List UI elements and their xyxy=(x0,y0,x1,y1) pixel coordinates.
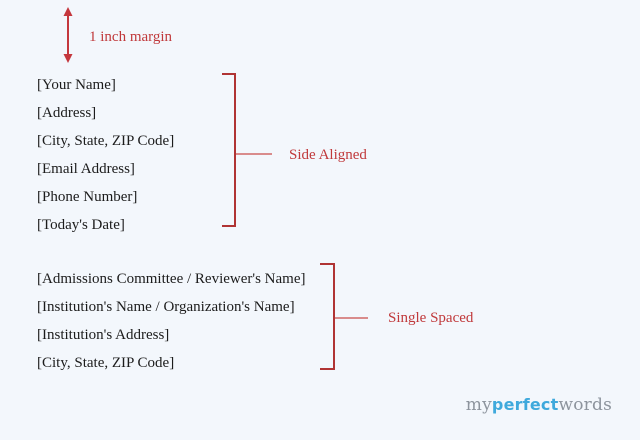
template-line-date: [Today's Date] xyxy=(37,216,125,233)
template-line-address: [Address] xyxy=(37,104,97,121)
template-line-city-state-zip: [City, State, ZIP Code] xyxy=(37,132,175,149)
one-inch-margin-arrow-icon xyxy=(63,7,73,63)
logo-highlight: perfect xyxy=(491,395,559,414)
template-line-email: [Email Address] xyxy=(37,160,135,177)
sender-address-block: [Your Name] [Address] [City, State, ZIP … xyxy=(37,71,174,239)
template-line-committee: [Admissions Committee / Reviewer's Name] xyxy=(37,270,306,287)
recipient-address-block: [Admissions Committee / Reviewer's Name]… xyxy=(37,265,306,377)
one-inch-margin-label: 1 inch margin xyxy=(89,29,173,45)
template-line-your-name: [Your Name] xyxy=(37,76,116,93)
template-line-institution-address: [Institution's Address] xyxy=(37,326,170,343)
logo-suffix: words xyxy=(558,395,612,415)
myperfectwords-logo: myperfectwords xyxy=(466,395,612,415)
logo-prefix: my xyxy=(465,395,492,415)
template-line-recipient-city-state-zip: [City, State, ZIP Code] xyxy=(37,354,175,371)
side-aligned-label: Side Aligned xyxy=(289,147,367,163)
template-line-institution-name: [Institution's Name / Organization's Nam… xyxy=(37,298,295,315)
side-aligned-bracket xyxy=(222,73,272,227)
single-spaced-bracket xyxy=(320,263,368,370)
template-line-phone: [Phone Number] xyxy=(37,188,138,205)
single-spaced-label: Single Spaced xyxy=(388,310,474,326)
